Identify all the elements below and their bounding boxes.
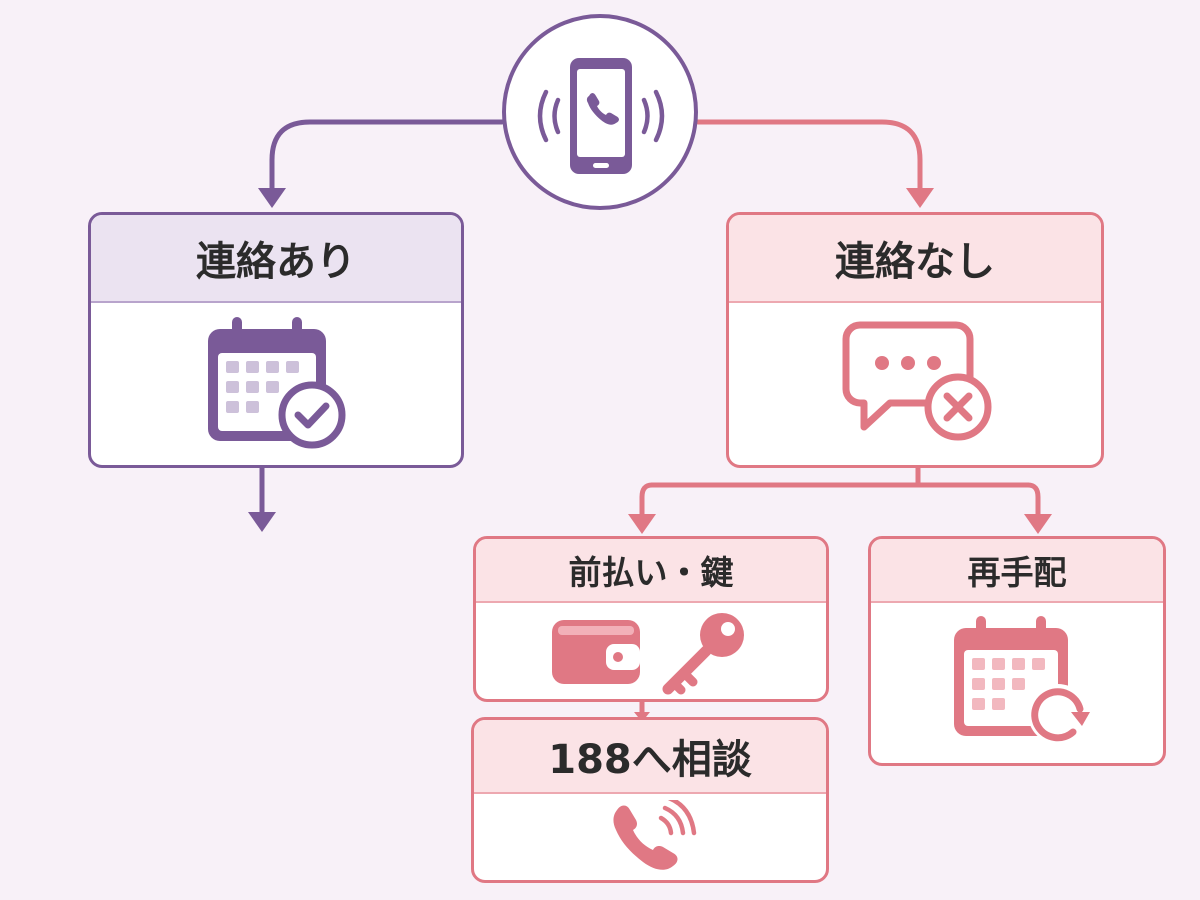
chat-bubble-cross-icon — [842, 321, 992, 441]
edge-start-to-contact-yes — [269, 119, 505, 193]
arrowhead — [1024, 514, 1052, 534]
calendar-check-icon — [208, 317, 346, 449]
node-contact-no-title: 連絡なし — [729, 215, 1101, 303]
calendar-refresh-icon — [954, 616, 1090, 744]
arrowhead — [628, 514, 656, 534]
node-consult-188-title: 188へ相談 — [474, 720, 826, 794]
arrowhead — [906, 188, 934, 208]
arrowhead — [258, 188, 286, 208]
node-prepay-key-title: 前払い・鍵 — [476, 539, 826, 603]
key-icon — [662, 613, 744, 695]
phone-ringing-icon — [613, 800, 697, 870]
edge-to-prepay — [639, 482, 655, 519]
ringing-smartphone-icon — [537, 58, 665, 174]
node-contact-yes-title: 連絡あり — [91, 215, 461, 303]
edge-start-to-contact-no — [695, 119, 923, 193]
start-node — [502, 14, 698, 210]
node-redelivery-title: 再手配 — [871, 539, 1163, 603]
node-prepay-key: 前払い・鍵 — [473, 536, 829, 702]
node-contact-no: 連絡なし — [726, 212, 1104, 468]
node-redelivery: 再手配 — [868, 536, 1166, 766]
wallet-icon — [552, 620, 640, 684]
edge-to-redelivery — [1025, 482, 1041, 519]
arrowhead — [248, 512, 276, 532]
node-contact-yes: 連絡あり — [88, 212, 464, 468]
node-consult-188: 188へ相談 — [471, 717, 829, 883]
edge-contact-no-split — [649, 465, 1031, 488]
